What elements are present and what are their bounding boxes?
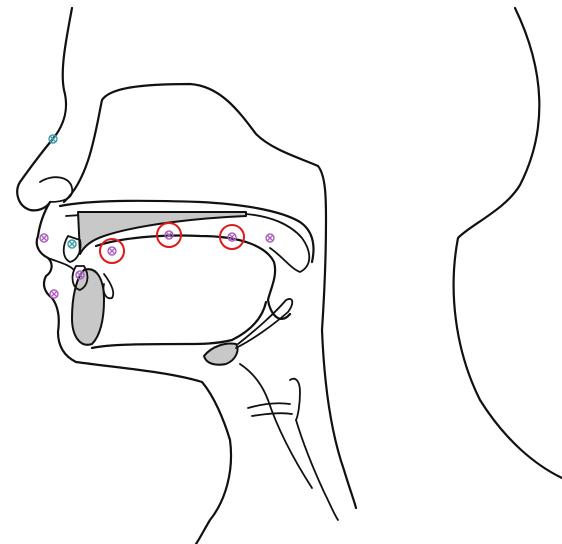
pharynx-front-wall <box>240 364 312 488</box>
pharynx-back-wall <box>322 330 356 508</box>
lower-lip-sensor <box>50 290 58 298</box>
upper-incisor-sensor <box>68 240 76 248</box>
nose-bridge-sensor <box>49 135 57 143</box>
tongue-tip-sensor <box>108 247 116 255</box>
back-of-head-outline <box>454 8 562 478</box>
larynx-outline <box>248 379 300 420</box>
upper-lip-sensor <box>40 234 48 242</box>
tongue-surface-outline <box>96 235 290 318</box>
lower-teeth-outline <box>103 274 113 298</box>
hyoid-bone <box>204 344 238 365</box>
tongue-root-outline <box>92 302 266 348</box>
velum-sensor <box>266 234 274 242</box>
trachea-outline <box>296 420 338 520</box>
